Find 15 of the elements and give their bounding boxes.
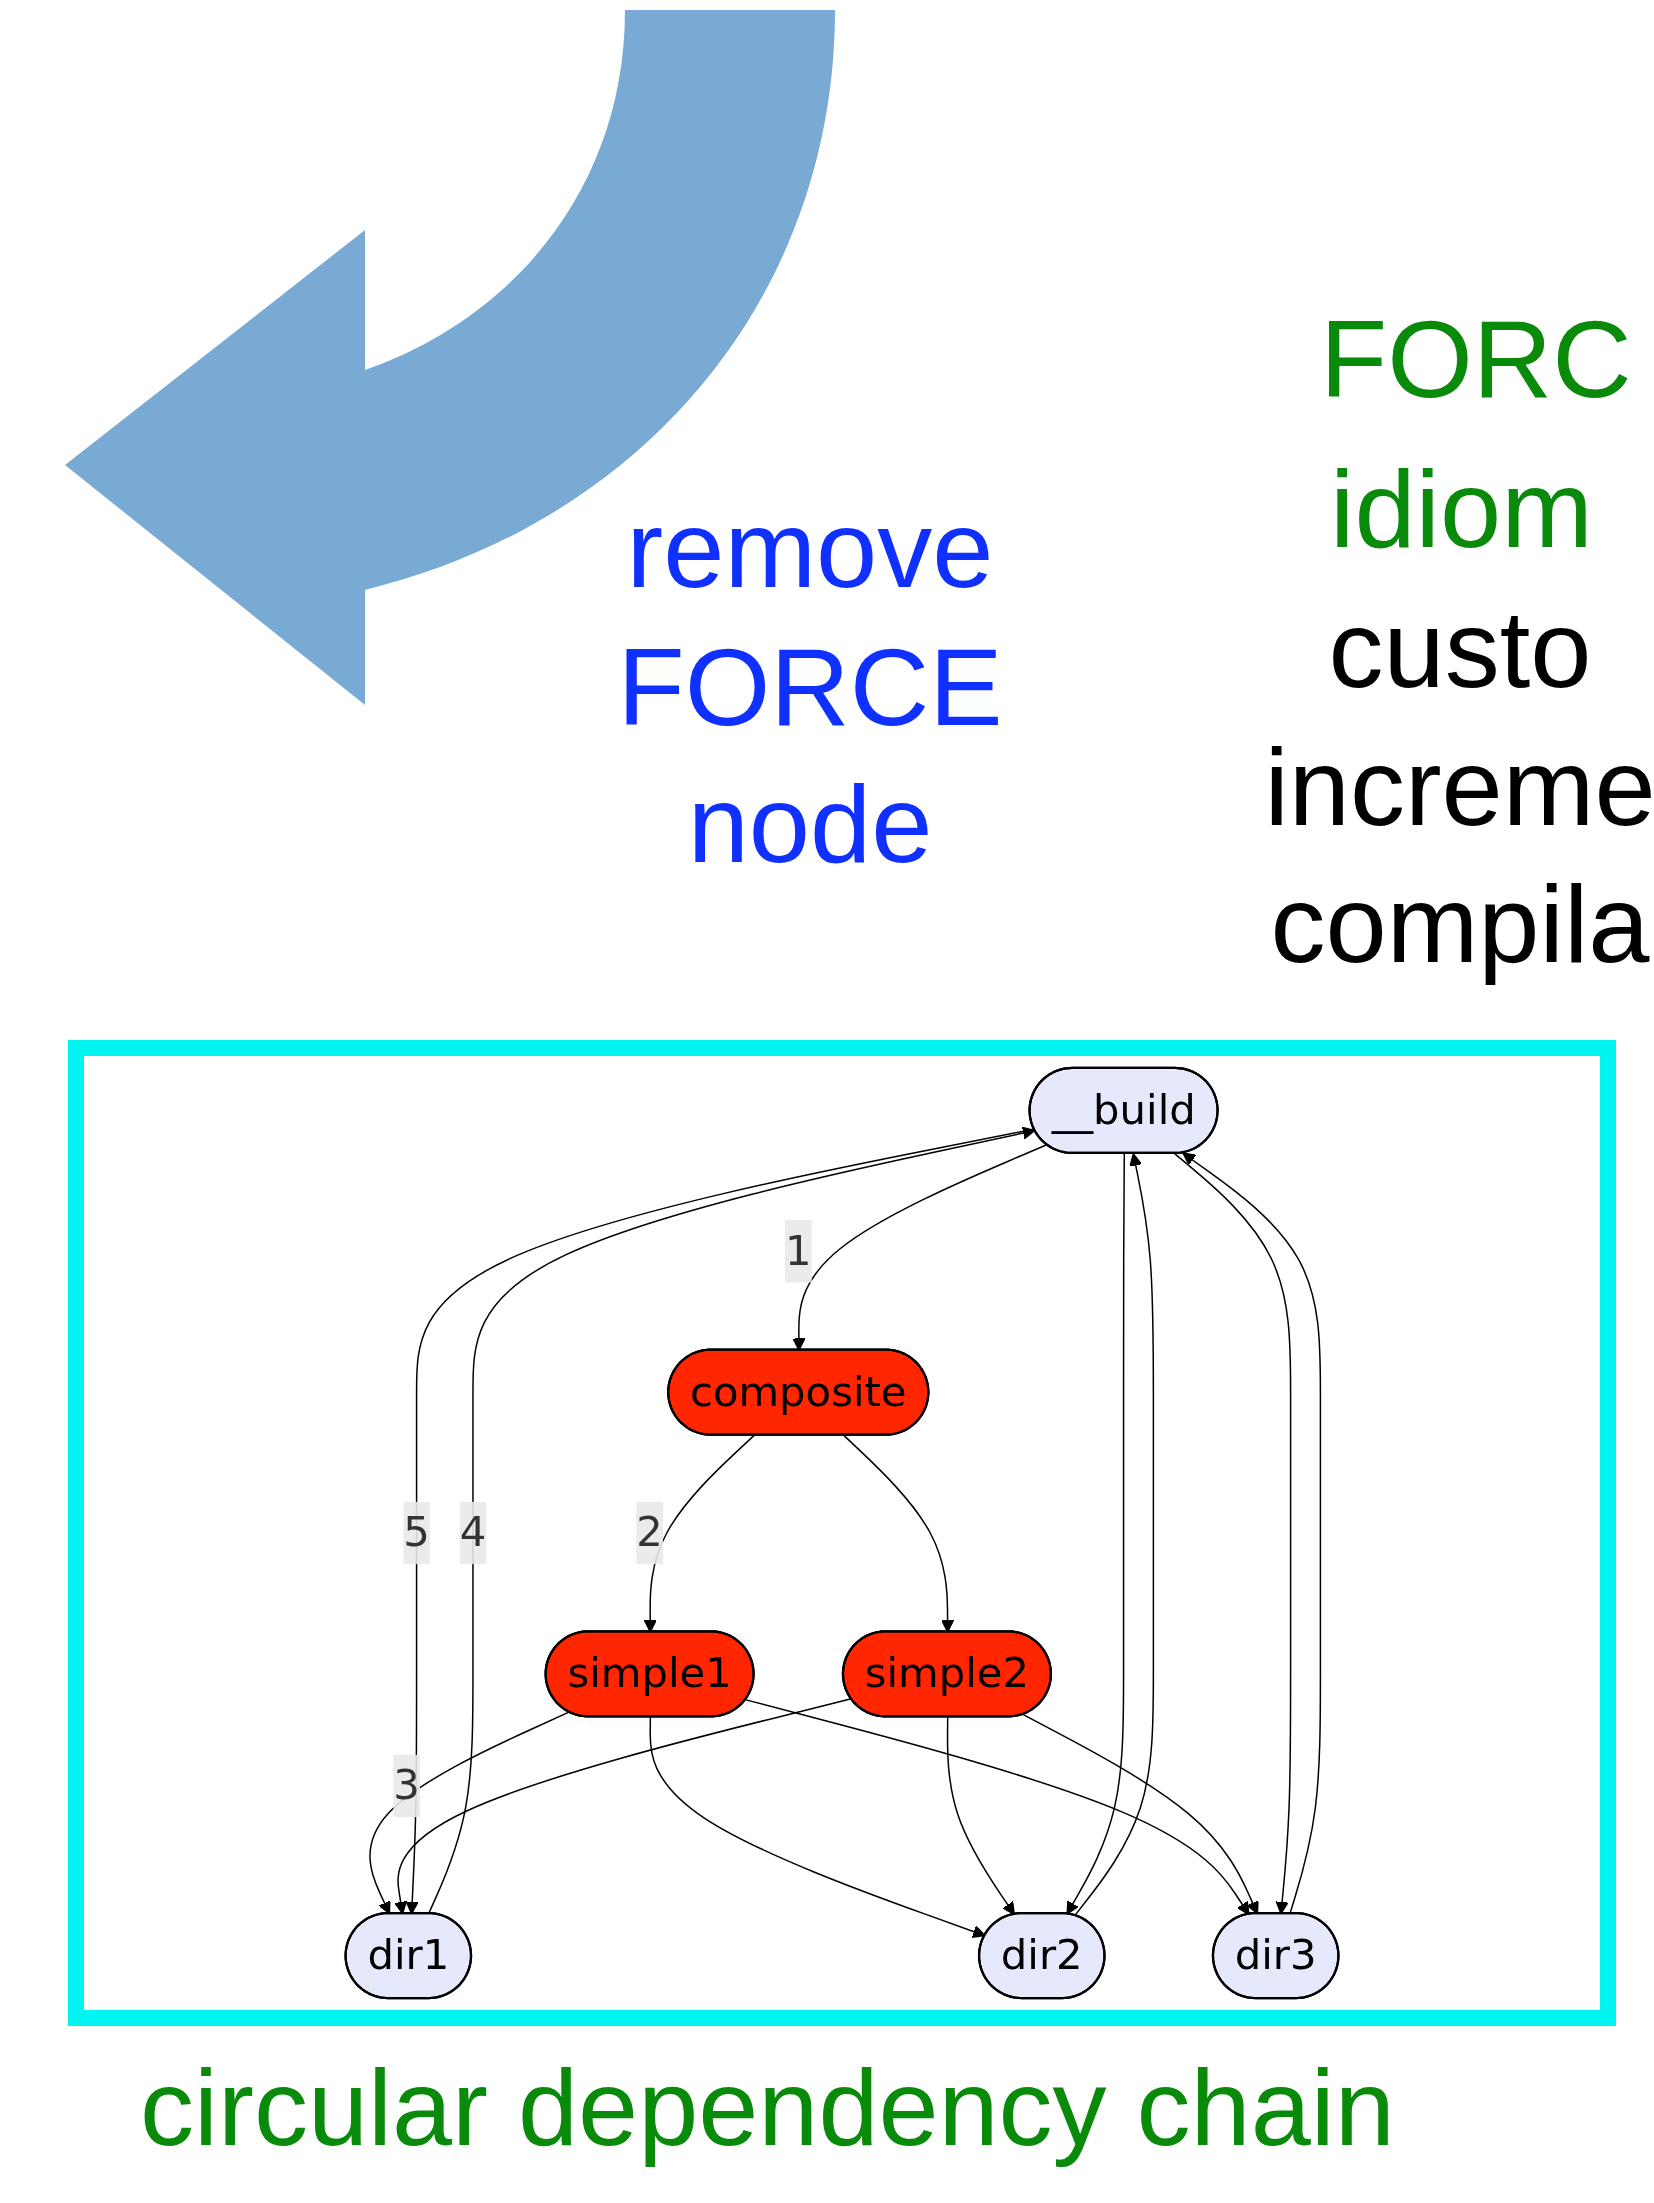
edge-label: 2 — [636, 1507, 663, 1557]
annotation-text: idiom — [1330, 446, 1593, 572]
edge-label: 3 — [393, 1760, 420, 1810]
edge-label: 5 — [403, 1507, 430, 1557]
annotation-text: custo increme compila — [1263, 586, 1654, 987]
arrow — [946, 1716, 1015, 1916]
edge-label: 4 — [459, 1507, 487, 1557]
highlight-frame: 1 2 3 5 4 __build composite simple1 simple2 dir1 dir2 dir3 — [68, 1040, 1616, 2026]
arrow — [745, 1699, 1250, 1916]
annotation-text: FORC — [1320, 296, 1632, 422]
edge-label: 1 — [784, 1225, 812, 1276]
arrow — [649, 1716, 986, 1938]
annotation-text: remove FORCE node — [616, 486, 1004, 887]
arrow — [1066, 1152, 1126, 1915]
caption-text: circular dependency chain — [140, 2046, 1395, 2170]
